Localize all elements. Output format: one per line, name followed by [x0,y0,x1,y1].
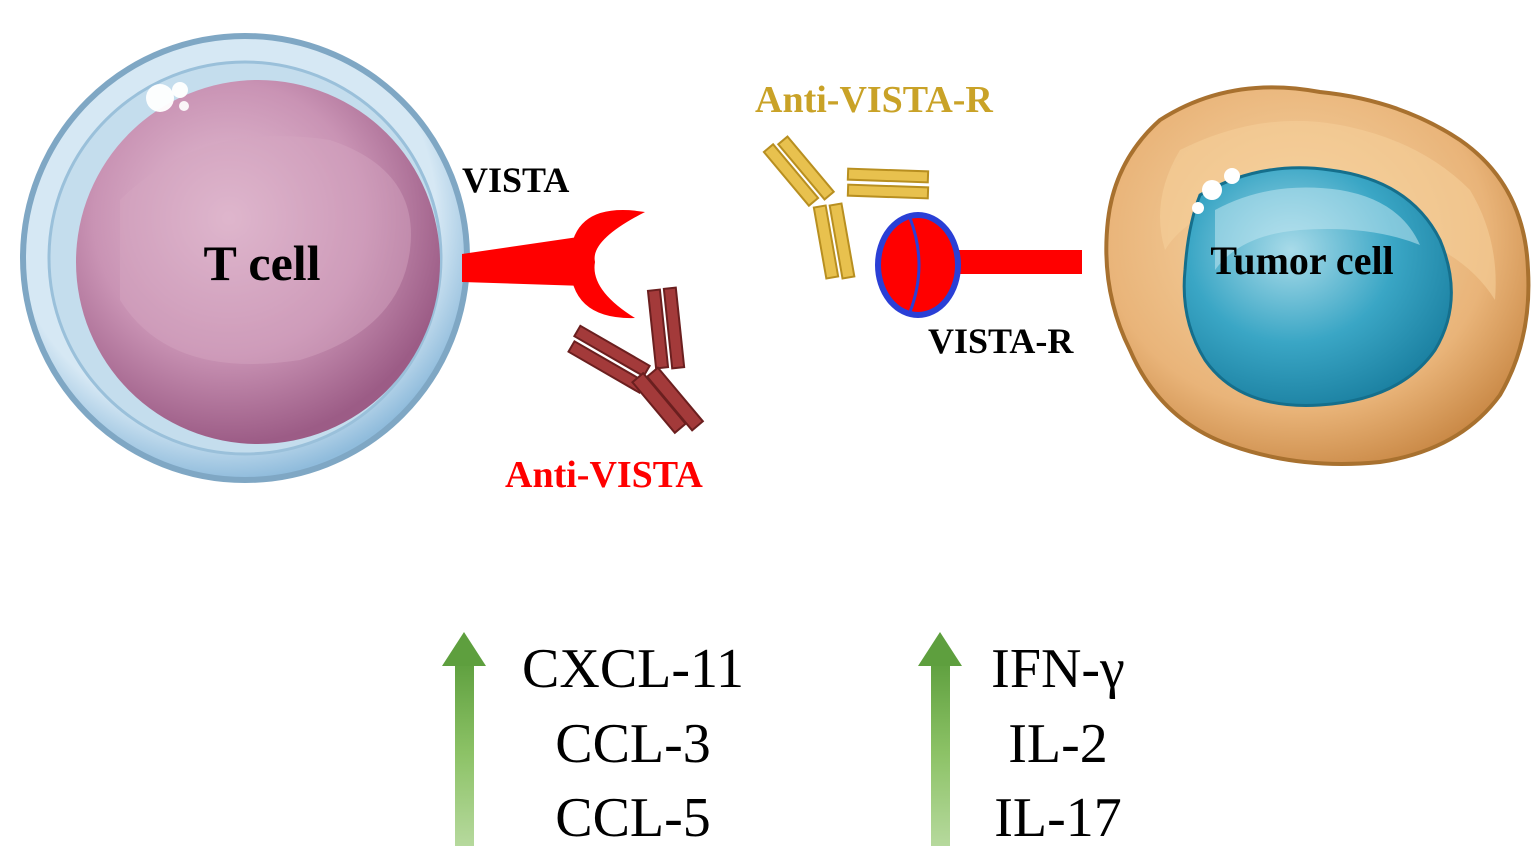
vista-label: VISTA [462,160,569,200]
tumor-cell [1104,85,1531,466]
tumor-cell-label: Tumor cell [1210,238,1393,283]
cytokine-item: CCL-3 [555,713,711,775]
cytokine-item: IL-2 [1008,713,1108,775]
anti-vista-r-antibody [762,135,930,280]
vista-receptor [462,210,645,319]
vista-r-label: VISTA-R [928,321,1074,361]
cytokine-item: IFN-γ [991,638,1125,700]
anti-vista-r-label: Anti-VISTA-R [755,79,993,121]
cytokine-list-left: CXCL-11 CCL-3 CCL-5 [522,638,744,846]
cytokine-list-right: IFN-γ IL-2 IL-17 [991,638,1125,846]
t-cell [20,33,470,483]
anti-vista-antibody [567,286,705,435]
cytokine-item: CXCL-11 [522,638,744,700]
upregulation-arrow-right [918,632,962,846]
anti-vista-label: Anti-VISTA [505,454,703,496]
cytokine-item: CCL-5 [555,787,711,846]
cytokine-item: IL-17 [994,787,1122,846]
vista-r-receptor [875,212,1082,318]
t-cell-label: T cell [203,235,320,291]
upregulation-arrow-left [442,632,486,846]
